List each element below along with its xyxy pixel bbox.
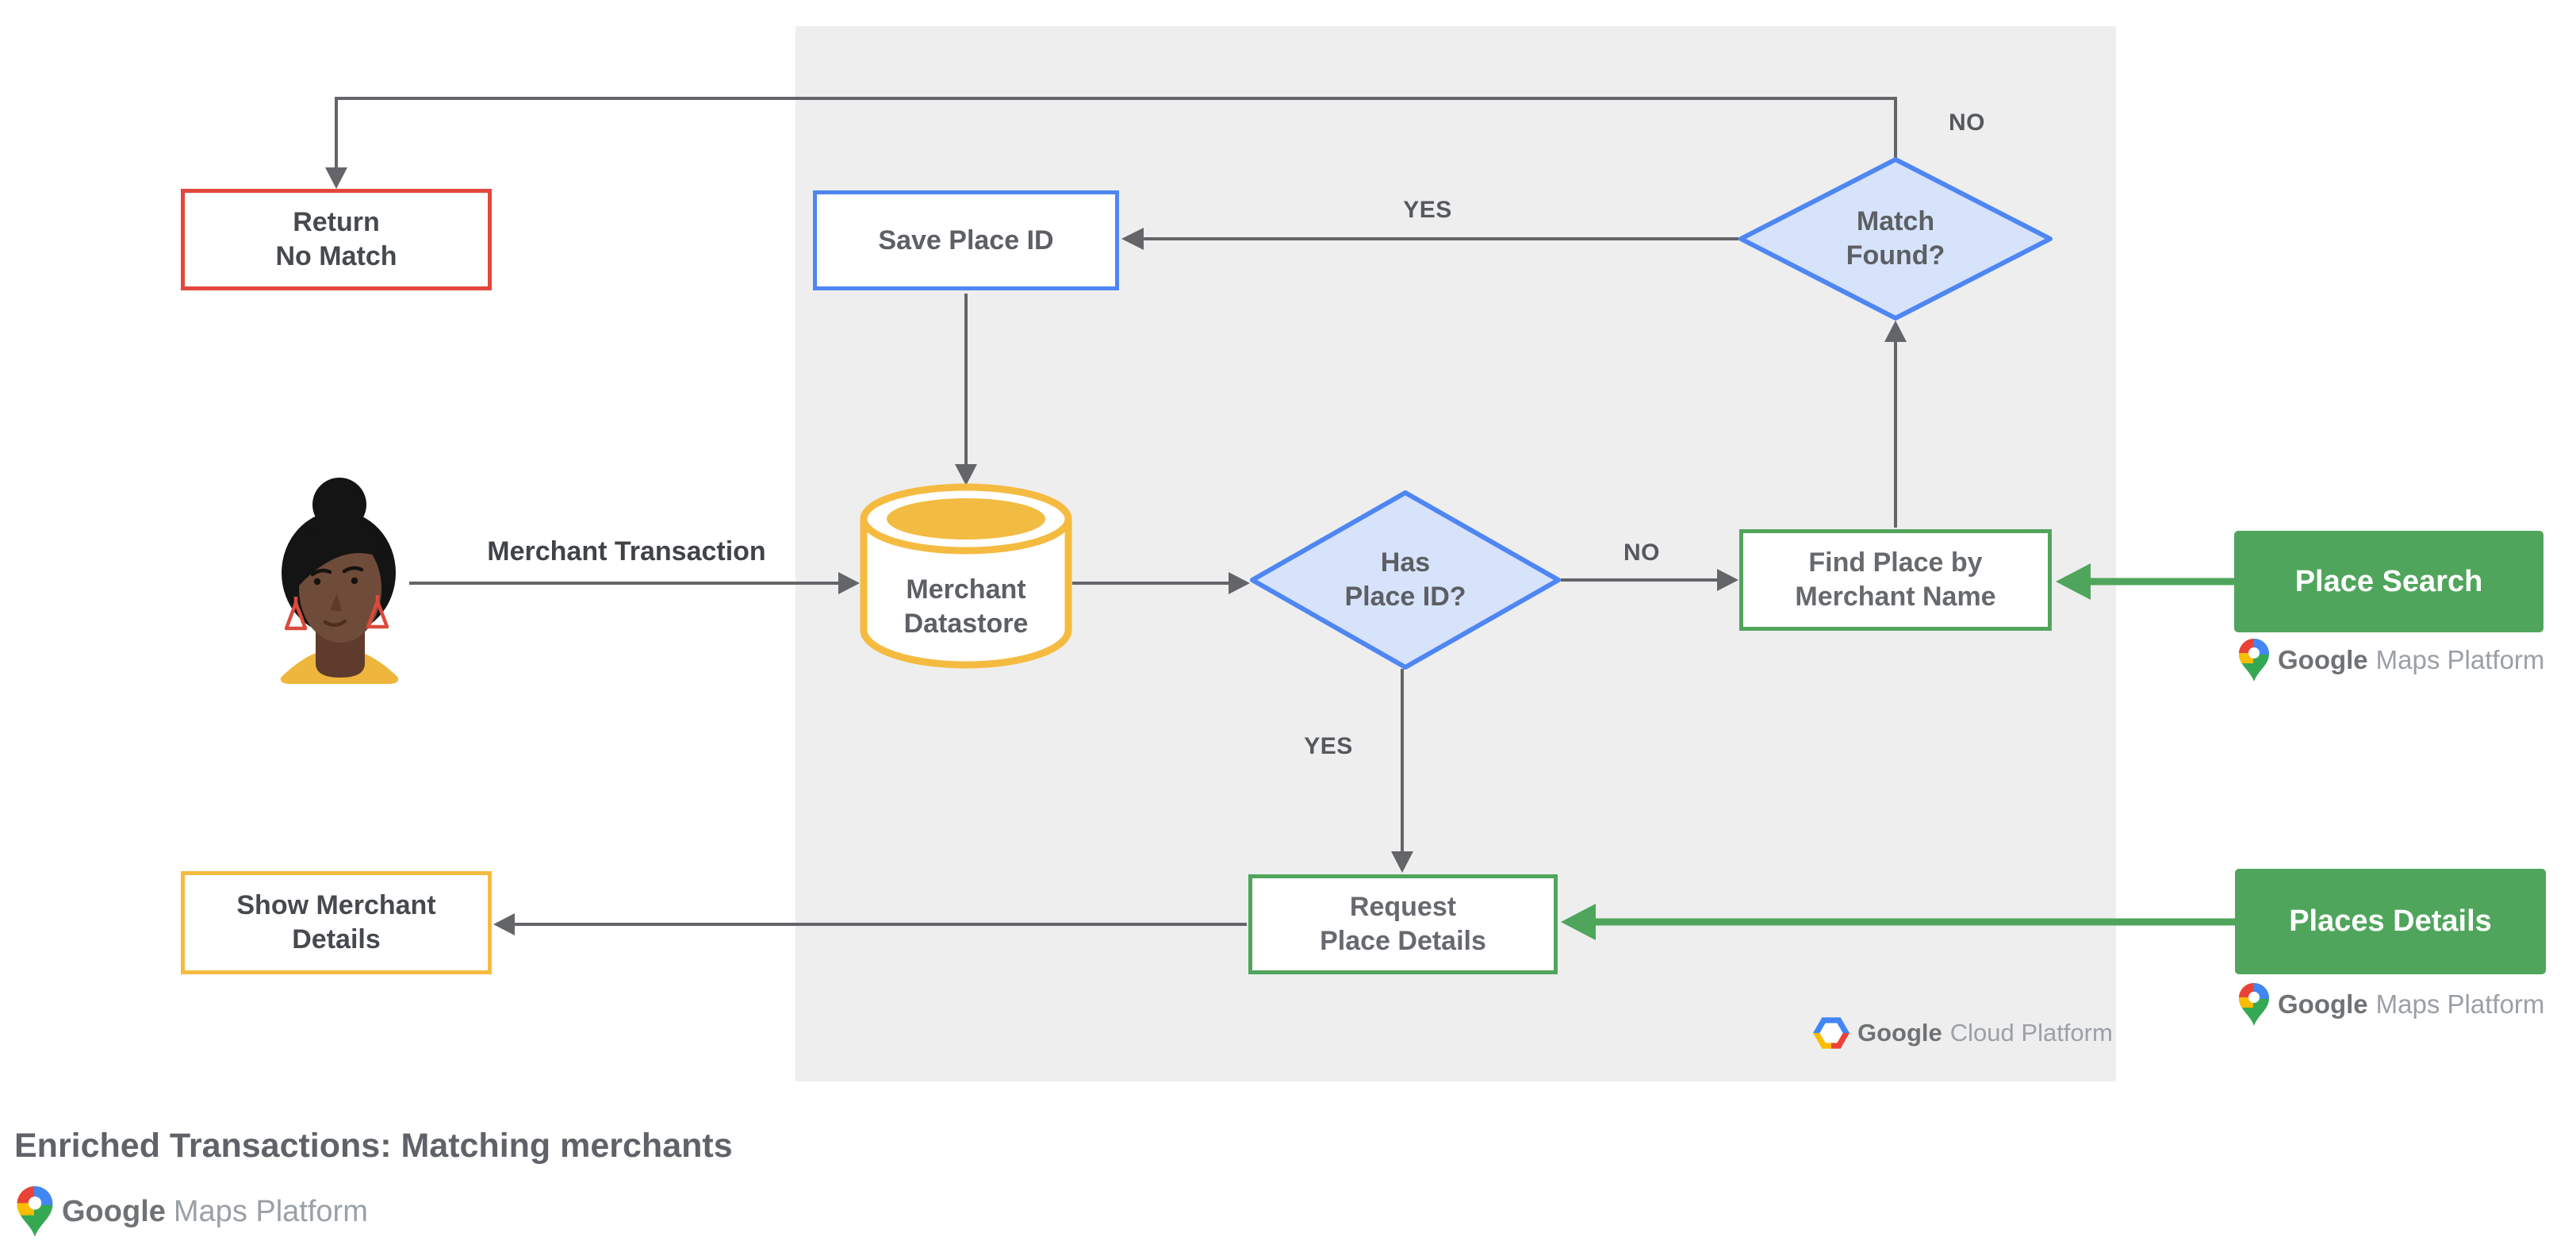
has-place-id-yes-label: YES [1304, 733, 1353, 759]
cloud-hexagon-icon [1813, 1017, 1850, 1049]
google-wordmark: Google [1857, 1019, 1942, 1047]
decision-match-found: Match Found? [1738, 157, 2053, 321]
google-maps-platform-logo: Google Maps Platform [16, 1185, 368, 1238]
google-maps-platform-logo: Google Maps Platform [2238, 638, 2544, 682]
places-details-label: Places Details [2289, 904, 2492, 938]
arrowhead-into-show-box [493, 913, 515, 935]
place-search-label: Place Search [2294, 564, 2483, 598]
merchant-user-avatar [279, 478, 400, 689]
has-place-id-no-label: NO [1623, 540, 1660, 566]
merchant-transaction-label: Merchant Transaction [487, 536, 766, 566]
node-save-place-id: Save Place ID [813, 190, 1119, 290]
google-maps-platform-logo: Google Maps Platform [2238, 982, 2544, 1027]
show-merchant-details-label: Show Merchant Details [236, 890, 436, 954]
decision-has-place-id: Has Place ID? [1250, 490, 1561, 670]
match-found-no-label: NO [1949, 109, 1985, 136]
arrowhead-into-return-box [325, 167, 347, 189]
maps-pin-icon [2239, 639, 2269, 682]
google-wordmark: Google [2278, 645, 2368, 674]
request-place-details-label: Request Place Details [1320, 892, 1486, 956]
google-cloud-platform-logo: Google Cloud Platform [1813, 1017, 2113, 1049]
maps-platform-wordmark: Maps Platform [2375, 989, 2545, 1019]
node-merchant-datastore [860, 482, 1072, 671]
return-no-match-label: Return No Match [275, 207, 397, 271]
node-show-merchant-details: Show Merchant Details [181, 871, 492, 974]
api-box-place-search: Place Search [2234, 531, 2543, 632]
google-wordmark: Google [62, 1194, 166, 1228]
node-request-place-details: Request Place Details [1248, 874, 1558, 974]
diamond-shape-icon [1738, 157, 2053, 321]
database-cylinder-icon [860, 483, 1072, 669]
find-place-label: Find Place by Merchant Name [1795, 547, 1996, 612]
edge-merchant-transaction [409, 572, 860, 594]
match-found-yes-label: YES [1403, 197, 1452, 223]
maps-platform-wordmark: Maps Platform [173, 1194, 368, 1228]
page-title: Enriched Transactions: Matching merchant… [14, 1127, 733, 1165]
save-place-id-label: Save Place ID [878, 225, 1054, 255]
has-place-id-label: Has Place ID? [1344, 547, 1466, 612]
cloud-platform-wordmark: Cloud Platform [1949, 1019, 2113, 1047]
maps-platform-wordmark: Maps Platform [2375, 645, 2545, 674]
match-found-label: Match Found? [1846, 206, 1945, 271]
merchant-datastore-label: Merchant Datastore [903, 574, 1029, 639]
person-avatar-icon [280, 478, 399, 689]
api-box-places-details: Places Details [2235, 869, 2546, 974]
maps-pin-icon [17, 1186, 53, 1237]
maps-pin-icon [2239, 983, 2269, 1026]
google-wordmark: Google [2278, 989, 2368, 1019]
diamond-shape-icon [1250, 490, 1561, 670]
node-return-no-match: Return No Match [181, 189, 492, 290]
node-find-place-by-merchant-name: Find Place by Merchant Name [1739, 529, 2052, 631]
